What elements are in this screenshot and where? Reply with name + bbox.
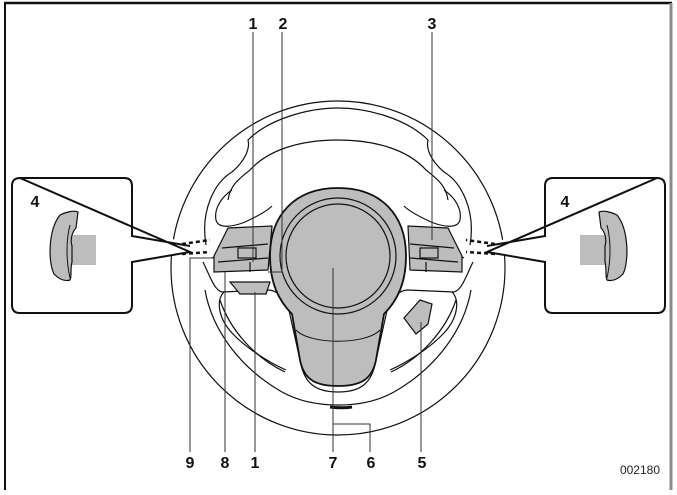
callout-1-bottom: 1 — [250, 455, 260, 472]
callout-1-top: 1 — [248, 16, 258, 33]
right-switch-cluster — [403, 225, 463, 335]
leader-lines — [189, 32, 433, 452]
steering-wheel-rim — [170, 100, 506, 436]
paddle-shifter-inset-left — [11, 176, 211, 314]
figure-id: 002180 — [619, 463, 660, 477]
left-switch-cluster — [213, 225, 273, 295]
callout-2: 2 — [278, 16, 288, 33]
figure-frame — [4, 1, 673, 490]
callout-8: 8 — [220, 455, 230, 472]
callout-5: 5 — [417, 455, 427, 472]
callout-7: 7 — [328, 455, 338, 472]
callout-9: 9 — [185, 455, 195, 472]
callout-4-right: 4 — [560, 194, 570, 211]
horn-pad — [269, 187, 407, 387]
callout-3: 3 — [427, 16, 437, 33]
callout-6: 6 — [366, 455, 376, 472]
callout-4-left: 4 — [30, 194, 40, 211]
paddle-shifter-inset-right — [465, 176, 666, 314]
